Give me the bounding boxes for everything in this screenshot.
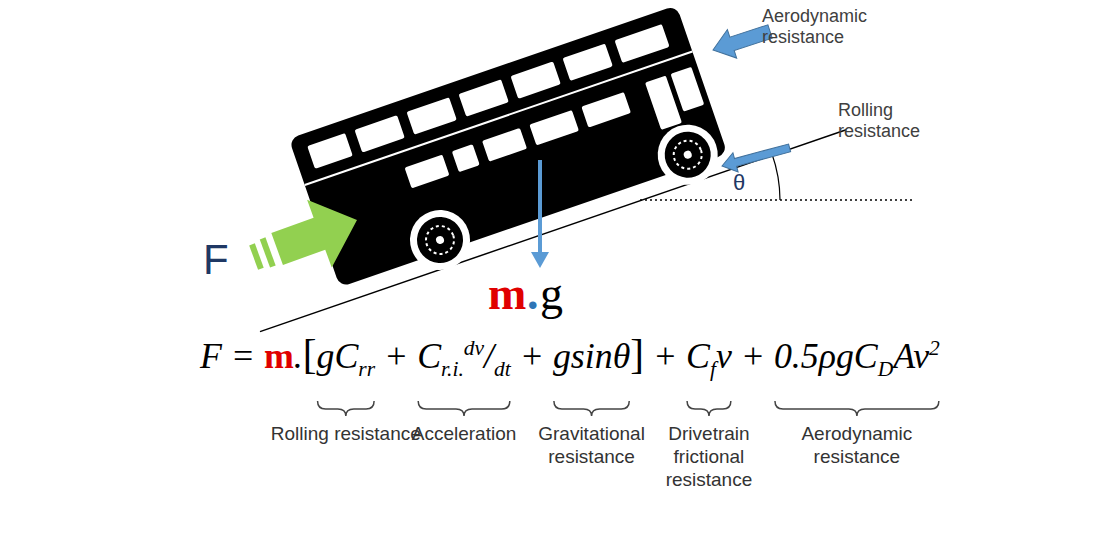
gravity-symbol: g	[540, 268, 563, 321]
equation-term: dv	[464, 336, 484, 360]
equation-term: gsinθ	[553, 336, 630, 376]
weight-arrow	[531, 160, 549, 268]
dot-symbol: .	[527, 268, 539, 321]
underbrace	[554, 401, 629, 416]
equation-term: rr	[358, 357, 375, 381]
angle-symbol: θ	[733, 170, 745, 195]
equation-term: +	[511, 336, 553, 376]
equation-term: f	[710, 357, 716, 381]
equation-term: ]	[630, 331, 644, 377]
equation-term: v	[716, 336, 732, 376]
equation-term: dt	[494, 357, 511, 381]
term-label: Aerodynamic resistance	[792, 423, 922, 469]
equation-term: Av	[893, 336, 929, 376]
force-arrow	[241, 186, 369, 291]
equation-term: /	[484, 336, 494, 376]
equation-term: .	[294, 336, 303, 376]
equation-term: 0.5ρgC	[774, 336, 878, 376]
bus-windows	[307, 19, 707, 240]
force-label: Rolling resistance	[838, 100, 948, 141]
horizontal-reference	[640, 199, 915, 201]
equation-term: +	[732, 336, 774, 376]
equation-term: F =	[200, 336, 264, 376]
term-label: Acceleration	[379, 423, 549, 446]
equation-term: D	[878, 357, 894, 381]
underbrace	[318, 401, 375, 416]
equation-term: r.i.	[441, 357, 464, 381]
equation-term: C	[686, 336, 710, 376]
term-label: Drivetrain frictional resistance	[653, 423, 765, 491]
equation-term: +	[375, 336, 417, 376]
rolling-arrow	[719, 138, 792, 175]
underbrace	[687, 401, 731, 416]
force-label: Aerodynamic resistance	[762, 6, 887, 47]
equation-term: [	[303, 331, 317, 377]
equation-term: m	[264, 336, 294, 376]
mass-symbol: m	[488, 268, 526, 321]
force-symbol: F	[203, 236, 229, 284]
equation-term: +	[644, 336, 686, 376]
bus-wheels	[402, 117, 726, 279]
equation-term: C	[417, 336, 441, 376]
equation-term: 2	[929, 336, 940, 360]
equation-term: gC	[317, 336, 359, 376]
term-label: Gravitational resistance	[522, 423, 662, 469]
underbrace	[418, 401, 510, 416]
bus-group	[204, 0, 847, 333]
underbrace	[775, 401, 939, 416]
bus-body	[289, 5, 728, 287]
angle-arc	[772, 154, 780, 200]
equation: F = m.[gCrr + Cr.i.dv/dt + gsinθ] + Cfv …	[200, 318, 940, 399]
